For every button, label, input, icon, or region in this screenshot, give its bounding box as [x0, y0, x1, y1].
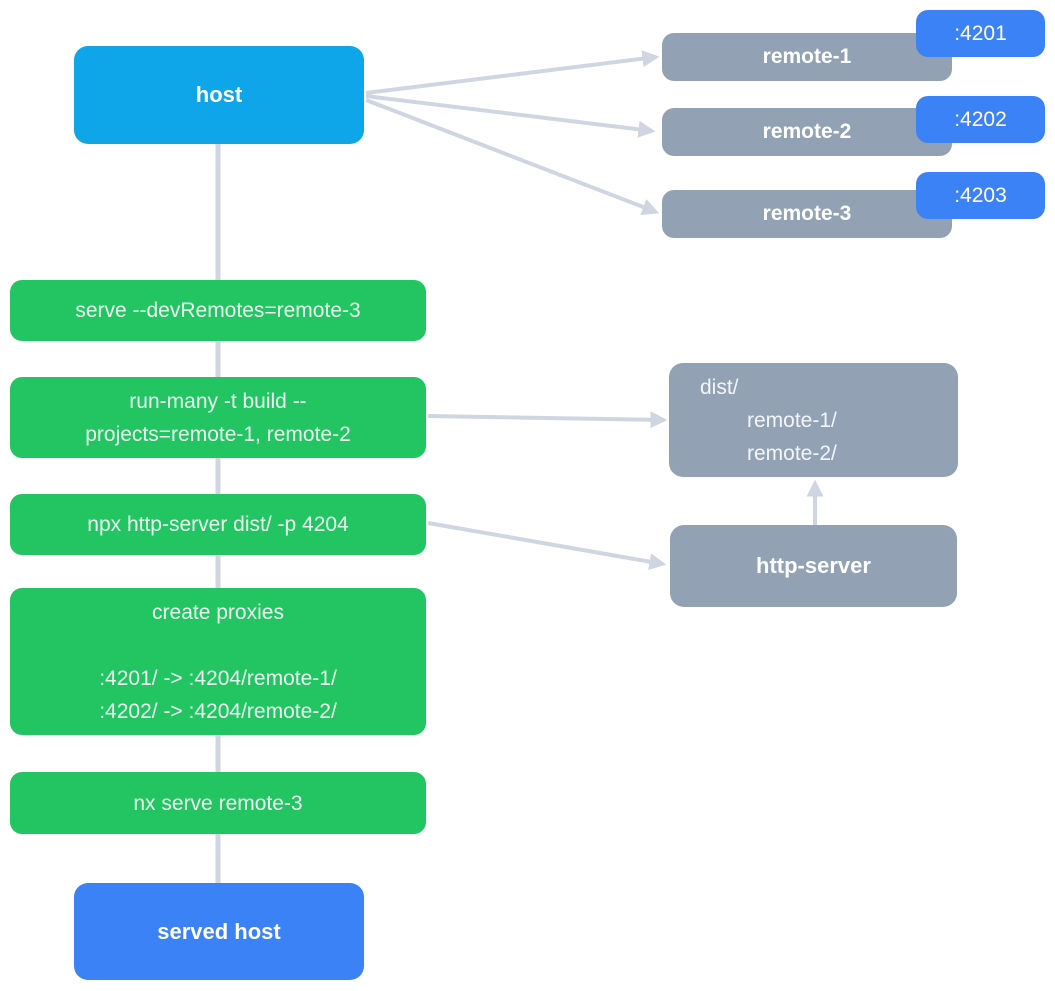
arrow-cmd-to-http-server: [427, 521, 667, 571]
remote-3-node: remote-3: [662, 190, 952, 238]
remote-2-port: :4202: [954, 107, 1007, 131]
step-nx-serve-label: nx serve remote-3: [133, 791, 303, 815]
proxy-mapping-1: :4201/ -> :4204/remote-1/: [99, 666, 337, 690]
remote-3-label: remote-3: [762, 202, 852, 225]
proxy-mapping-2: :4202/ -> :4204/remote-2/: [99, 699, 337, 723]
step-nx-serve-remote-3: nx serve remote-3: [10, 772, 426, 834]
arrow-build-to-dist: [427, 411, 668, 429]
step-serve-label: serve --devRemotes=remote-3: [75, 299, 361, 322]
remote-1-port: :4201: [954, 21, 1007, 45]
create-proxies-title: create proxies: [152, 600, 284, 624]
step-run-many-line-1: run-many -t build --: [129, 389, 307, 413]
step-npx-http-server: npx http-server dist/ -p 4204: [10, 494, 426, 555]
arrow-host-to-remote-2: [365, 94, 656, 138]
http-server-node: http-server: [670, 525, 957, 607]
arrow-host-to-remote-1: [365, 50, 660, 95]
http-server-label: http-server: [756, 553, 871, 578]
dist-folder-node: dist/ remote-1/ remote-2/: [669, 363, 958, 477]
step-serve-dev-remotes: serve --devRemotes=remote-3: [10, 280, 426, 341]
served-host-label: served host: [157, 918, 281, 944]
step-run-many-build: run-many -t build -- projects=remote-1, …: [10, 377, 426, 458]
remote-3-port: :4203: [954, 183, 1007, 207]
remote-1-node: remote-1: [662, 33, 952, 81]
host-node: host: [74, 46, 364, 144]
step-create-proxies: create proxies :4201/ -> :4204/remote-1/…: [10, 588, 426, 735]
dist-remote-1-folder: remote-1/: [747, 408, 837, 432]
arrow-host-to-remote-3: [365, 98, 660, 216]
remote-2-label: remote-2: [762, 120, 852, 143]
remote-1-label: remote-1: [762, 45, 852, 68]
remote-3-port-badge: :4203: [916, 172, 1045, 219]
dist-root-label: dist/: [700, 375, 739, 399]
remote-2-node: remote-2: [662, 108, 952, 156]
remote-1-port-badge: :4201: [916, 10, 1045, 57]
served-host-node: served host: [74, 883, 364, 980]
host-label: host: [195, 82, 243, 107]
step-npx-http-server-label: npx http-server dist/ -p 4204: [87, 513, 349, 536]
dist-remote-2-folder: remote-2/: [747, 441, 837, 465]
remote-2-port-badge: :4202: [916, 96, 1045, 143]
step-run-many-line-2: projects=remote-1, remote-2: [85, 422, 351, 446]
